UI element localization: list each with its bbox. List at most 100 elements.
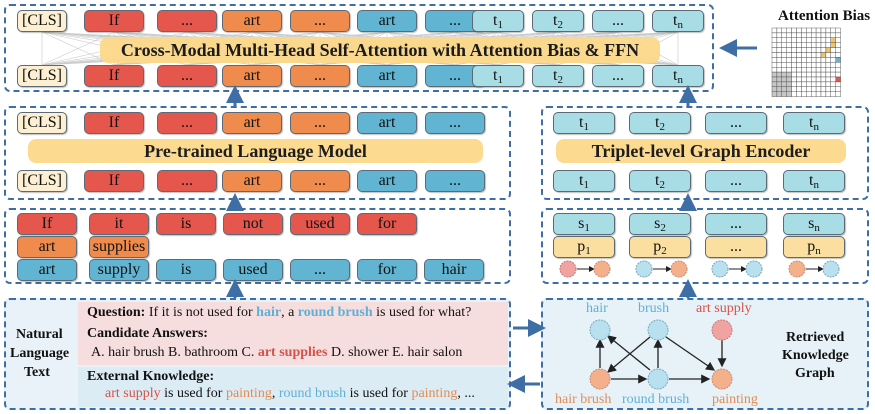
row1-token-not: not (223, 213, 283, 235)
plm-token-art-top: art (222, 112, 282, 134)
row2-token-art: art (17, 236, 77, 258)
token-if-bottom: If (84, 65, 144, 87)
token-tdots-top: ... (592, 10, 644, 32)
token-tdots-bottom: ... (592, 65, 644, 87)
transformer-box (4, 4, 714, 92)
kg-label-retrieved: Retrieved (786, 330, 845, 345)
ge-token-tdots-bottom: ... (705, 170, 767, 192)
plm-token-ellipsis-bottom: ... (157, 170, 217, 192)
plm-token-ellipsis-bottom-3: ... (425, 170, 485, 192)
row3-token-used: used (223, 259, 283, 281)
ge-token-tdots-top: ... (705, 112, 767, 134)
token-tn-bottom: tn (652, 65, 704, 87)
kg-label-graph: Graph (795, 366, 835, 381)
plm-token-ellipsis-top: ... (157, 112, 217, 134)
plm-token-cls-bottom: [CLS] (17, 170, 67, 192)
knowledge-end: , ... (457, 386, 475, 401)
plm-token-ellipsis-top-2: ... (290, 112, 350, 134)
kg-edge-brush-hairbrush (607, 336, 651, 373)
row3-token-is: is (156, 259, 216, 281)
token-art-bottom: art (222, 65, 282, 87)
question-label: Question: (87, 305, 146, 320)
row3-token-ellipsis: ... (290, 259, 350, 281)
question-hair: hair (256, 305, 282, 320)
token-art-top-2: art (357, 10, 417, 32)
token-cls-top: [CLS] (17, 10, 67, 32)
side-label-natural: Natural (16, 327, 63, 342)
question-line: Question: If it is not used for hair, a … (87, 305, 471, 321)
kg-node-hair-brush (589, 368, 611, 390)
ge-token-tn-bottom: tn (783, 170, 845, 192)
triplets-box (541, 208, 869, 284)
answers-text-post: D. shower E. hair salon (330, 345, 463, 360)
token-ellipsis-top-2: ... (290, 10, 350, 32)
knowledge-painting-2: painting (411, 386, 458, 401)
row3-token-hair: hair (424, 259, 484, 281)
token-ellipsis-bottom-2: ... (290, 65, 350, 87)
plm-token-ellipsis-top-3: ... (425, 112, 485, 134)
plm-token-art-bottom: art (222, 170, 282, 192)
token-t1-bottom: t1 (472, 65, 524, 87)
kg-node-label-art-supply: art supply (696, 301, 752, 316)
row1-token-if: If (17, 213, 77, 235)
triplet-sdots: ... (705, 213, 767, 235)
attention-bias-label: Attention Bias (778, 8, 871, 24)
knowledge-panel (78, 367, 508, 407)
question-text-mid: , a (281, 305, 295, 320)
plm-token-art-bottom-2: art (357, 170, 417, 192)
knowledge-text-1: is used for (164, 386, 223, 401)
knowledge-art-supply: art supply (105, 386, 161, 401)
answers-line: A. hair brush B. bathroom C. art supplie… (91, 345, 462, 361)
triplet-mini-graph-1 (559, 260, 611, 278)
plm-token-cls-top: [CLS] (17, 112, 67, 134)
token-t2-top: t2 (532, 10, 584, 32)
knowledge-round-brush: round brush (278, 386, 347, 401)
triplet-mini-graph-2 (635, 260, 688, 278)
token-tn-top: tn (652, 10, 704, 32)
ge-token-tn-top: tn (783, 112, 845, 134)
triplet-pn: pn (783, 236, 845, 258)
triplet-s2: s2 (629, 213, 691, 235)
triplet-mini-graph-3 (711, 260, 763, 278)
token-ellipsis-bottom-3: ... (425, 65, 485, 87)
token-ellipsis-top: ... (157, 10, 217, 32)
triplet-p2: p2 (629, 236, 691, 258)
row1-token-used: used (290, 213, 350, 235)
graph-encoder-title: Triplet-level Graph Encoder (556, 139, 846, 163)
side-label-language: Language (10, 346, 70, 361)
ge-token-t2-top: t2 (629, 112, 691, 134)
kg-node-label-painting: painting (712, 392, 758, 407)
row3-token-for: for (357, 259, 417, 281)
answers-art-supplies: art supplies (257, 345, 328, 360)
plm-title: Pre-trained Language Model (28, 139, 483, 163)
token-art-top: art (222, 10, 282, 32)
answers-label: Candidate Answers: (87, 326, 208, 341)
triplet-p1: p1 (553, 236, 615, 258)
knowledge-graph-box (541, 298, 869, 410)
kg-node-hair (589, 319, 611, 341)
row3-token-supply: supply (89, 259, 149, 281)
token-art-bottom-2: art (357, 65, 417, 87)
question-answer-panel (78, 302, 508, 365)
kg-node-label-hair-brush: hair brush (555, 392, 612, 407)
kg-edge-brush-painting (665, 336, 716, 371)
triplet-sn: sn (783, 213, 845, 235)
plm-token-ellipsis-bottom-2: ... (290, 170, 350, 192)
kg-node-label-hair: hair (586, 301, 608, 316)
row2-token-supplies: supplies (89, 236, 149, 258)
token-rows-box (4, 208, 511, 284)
row1-token-is: is (156, 213, 216, 235)
question-round-brush: round brush (297, 305, 373, 320)
ge-token-t1-bottom: t1 (553, 170, 615, 192)
kg-node-round-brush (647, 368, 669, 390)
kg-node-art-supply (711, 319, 733, 341)
question-text-pre: If it is not used for (148, 305, 253, 320)
triplet-mini-graph-4 (788, 260, 840, 278)
transformer-title: Cross-Modal Multi-Head Self-Attention wi… (100, 37, 660, 63)
knowledge-comma: , (271, 386, 276, 401)
kg-node-label-round-brush: round brush (622, 392, 690, 407)
question-text-post: is used for what? (376, 305, 472, 320)
